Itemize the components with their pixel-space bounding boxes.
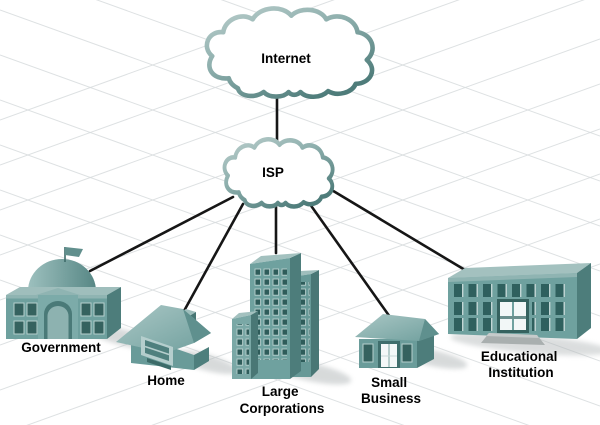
windows xyxy=(254,268,287,360)
label-line-2: Business xyxy=(361,391,421,406)
small-business-label: Small Business xyxy=(361,375,421,406)
label-line-2: Corporations xyxy=(240,401,325,416)
node-large-corporations: Large Corporations xyxy=(232,253,352,416)
node-small-business: Small Business xyxy=(355,314,468,406)
cornice xyxy=(448,273,577,282)
node-isp: ISP xyxy=(225,139,333,206)
dome xyxy=(28,259,96,291)
windows xyxy=(235,324,249,374)
government-building-icon xyxy=(6,247,121,339)
roof xyxy=(355,314,439,341)
connection-links xyxy=(88,94,467,319)
government-windows xyxy=(13,302,105,335)
door-bar xyxy=(500,316,526,319)
main-tower xyxy=(250,253,301,379)
flag-icon xyxy=(65,247,83,257)
node-home: Home xyxy=(116,305,238,388)
porch xyxy=(147,358,171,370)
arch-door xyxy=(47,306,69,339)
steps-top xyxy=(486,333,539,338)
large-corporations-building-icon xyxy=(232,253,319,379)
government-label: Government xyxy=(21,340,101,355)
internet-label: Internet xyxy=(261,51,311,66)
isp-label: ISP xyxy=(262,165,284,180)
educational-institution-label: Educational Institution xyxy=(481,349,561,380)
window xyxy=(362,343,374,363)
label-line-2: Institution xyxy=(488,365,553,380)
node-educational-institution: Educational Institution xyxy=(448,263,600,380)
label-line-1: Small xyxy=(371,375,407,390)
link-isp-government xyxy=(88,195,235,273)
side-wall xyxy=(194,347,209,370)
roof-right-slope xyxy=(419,319,439,341)
label-line-1: Educational xyxy=(481,349,558,364)
node-internet: Internet xyxy=(207,8,373,96)
home-label: Home xyxy=(147,373,185,388)
window xyxy=(401,343,413,363)
small-business-building-icon xyxy=(355,314,439,368)
home-building-icon xyxy=(116,305,211,370)
node-government: Government xyxy=(6,247,162,355)
window-divider xyxy=(144,345,170,356)
large-corporations-label: Large Corporations xyxy=(240,384,325,416)
side-wall xyxy=(577,263,591,339)
pediment xyxy=(36,288,80,295)
roof-top xyxy=(448,263,591,278)
link-isp-home xyxy=(182,202,245,313)
roof-right-slope xyxy=(183,309,211,343)
link-isp-small-business xyxy=(305,198,392,319)
educational-building-icon xyxy=(448,263,591,345)
label-line-1: Large xyxy=(262,384,299,399)
link-isp-educational-institution xyxy=(328,187,467,272)
left-tower xyxy=(232,311,258,379)
side-wall xyxy=(107,287,121,339)
